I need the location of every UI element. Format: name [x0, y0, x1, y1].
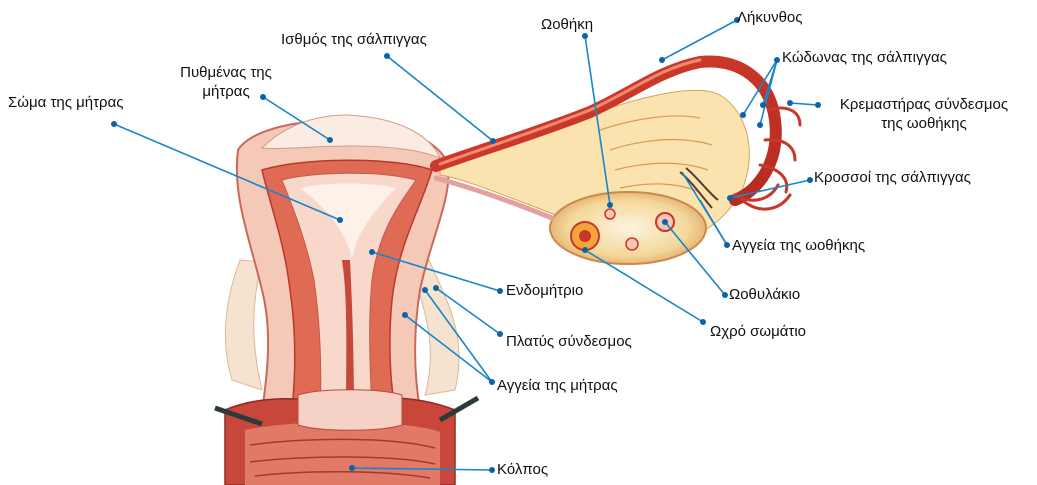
- dot-uterus-body-label: [111, 121, 117, 127]
- leader-suspensory: [790, 103, 818, 105]
- dot-uterus-body-target: [337, 217, 343, 223]
- label-fundus-line2: μήτρας: [164, 82, 288, 101]
- corpus-luteum-core: [579, 230, 591, 242]
- label-isthmus: Ισθμός της σάλπιγγας: [281, 30, 427, 49]
- dot-endometrium-label: [497, 288, 503, 294]
- dot-follicle-label: [722, 292, 728, 298]
- label-corpus-luteum: Ωχρό σωμάτιο: [710, 322, 806, 341]
- dot-isthmus-label: [384, 53, 390, 59]
- dot-broad-ligament-target: [433, 285, 439, 291]
- label-ampulla: Λήκυνθος: [737, 8, 802, 27]
- label-vagina: Κόλπος: [497, 460, 548, 479]
- label-uterus-body: Σώμα της μήτρας: [8, 93, 123, 112]
- dot-uterine-vessels-target-2: [402, 312, 408, 318]
- dot-suspensory-target: [787, 100, 793, 106]
- label-infundibulum: Κώδωνας της σάλπιγγας: [782, 48, 947, 67]
- label-fundus-line1: Πυθμένας της: [164, 63, 288, 82]
- dot-isthmus-target: [490, 138, 496, 144]
- dot-endometrium-target: [369, 249, 375, 255]
- dot-vagina-label: [489, 467, 495, 473]
- label-suspensory-line1: Κρεμαστήρας σύνδεσμος: [818, 95, 1030, 114]
- cervix-shape: [298, 390, 402, 431]
- label-fimbriae: Κροσσοί της σάλπιγγας: [814, 168, 971, 187]
- dot-infundibulum-target-1: [740, 112, 746, 118]
- dot-infundibulum-target-3: [757, 122, 763, 128]
- label-ovarian-vessels: Αγγεία της ωοθήκης: [732, 236, 865, 255]
- leader-ampulla: [662, 20, 737, 60]
- dot-ampulla-target: [659, 57, 665, 63]
- label-suspensory-line2: της ωοθήκης: [818, 114, 1030, 133]
- dot-uterine-vessels-target-1: [422, 287, 428, 293]
- label-follicle: Ωοθυλάκιο: [729, 285, 800, 304]
- dot-uterine-vessels-label: [489, 379, 495, 385]
- dot-infundibulum-label: [774, 57, 780, 63]
- label-uterine-vessels: Αγγεία της μήτρας: [497, 376, 618, 395]
- label-fundus: Πυθμένας της μήτρας: [164, 63, 288, 101]
- dot-corpus-luteum-target: [582, 247, 588, 253]
- broad-ligament-left-shape: [225, 260, 262, 390]
- dot-corpus-luteum-label: [700, 319, 706, 325]
- follicle-shape-3: [605, 209, 615, 219]
- dot-vagina-target: [349, 465, 355, 471]
- dot-fundus-target: [327, 137, 333, 143]
- dot-infundibulum-target-2: [760, 102, 766, 108]
- label-ovary: Ωοθήκη: [541, 15, 593, 34]
- label-broad-ligament: Πλατύς σύνδεσμος: [506, 332, 632, 351]
- dot-fimbriae-target: [727, 195, 733, 201]
- dot-ovarian-vessels-label: [724, 242, 730, 248]
- dot-broad-ligament-label: [497, 331, 503, 337]
- dot-ovary-target: [607, 202, 613, 208]
- dot-fimbriae-label: [807, 177, 813, 183]
- adnexa-illustration: [436, 60, 800, 264]
- follicle-shape-2: [626, 238, 638, 250]
- dot-follicle-target: [662, 219, 668, 225]
- label-suspensory: Κρεμαστήρας σύνδεσμος της ωοθήκης: [818, 95, 1030, 133]
- label-endometrium: Ενδομήτριο: [506, 281, 583, 300]
